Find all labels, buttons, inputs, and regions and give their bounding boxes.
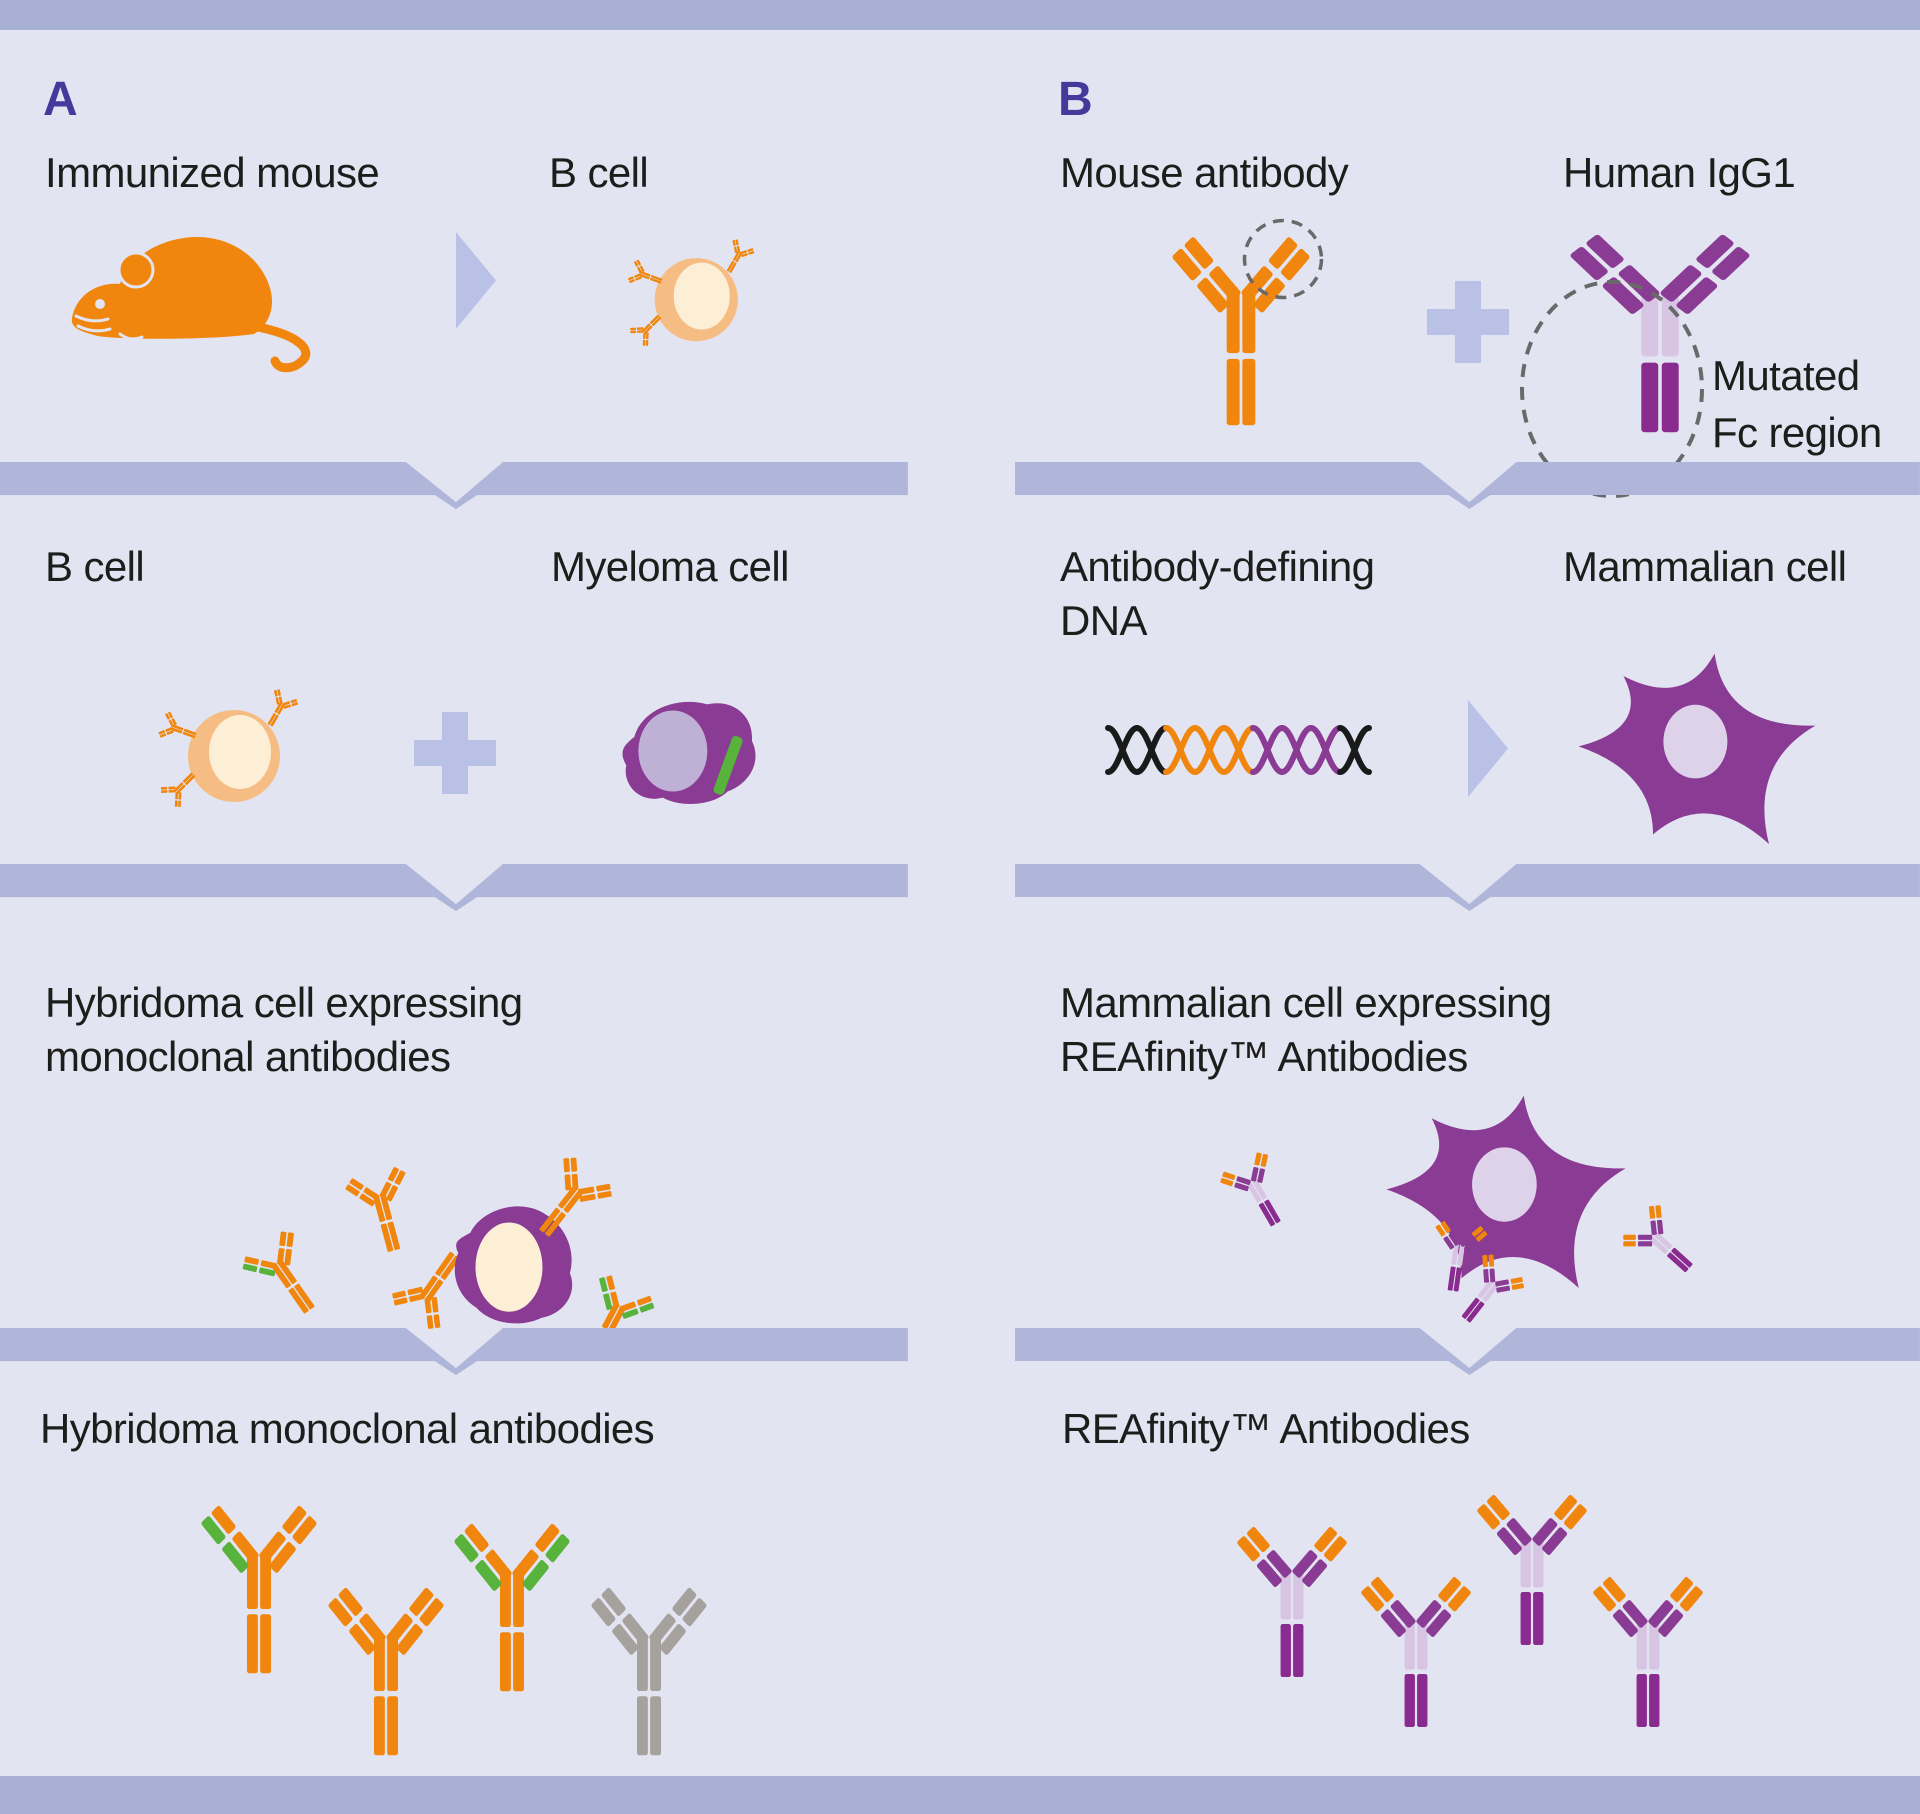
antibody-y-icon	[1356, 1552, 1476, 1742]
flow-divider	[0, 1328, 908, 1380]
label-b-cell-row2: B cell	[45, 543, 145, 590]
antibody-y-icon	[1232, 1502, 1352, 1692]
antibody-y-icon	[196, 1478, 322, 1690]
flow-divider	[1015, 1328, 1920, 1380]
flow-divider	[1015, 462, 1920, 514]
label-antibody-defining-line2: DNA	[1060, 597, 1147, 644]
mammalian-cell-icon	[1576, 652, 1818, 848]
label-b-cell-row1: B cell	[549, 149, 649, 196]
label-hybridoma-expressing: Hybridoma cell expressing monoclonal ant…	[45, 976, 523, 1084]
label-mammalian-cell: Mammalian cell	[1563, 543, 1847, 590]
label-hybridoma-expressing-line1: Hybridoma cell expressing	[45, 979, 523, 1026]
label-myeloma-cell: Myeloma cell	[551, 543, 789, 590]
label-hybridoma-monoclonal: Hybridoma monoclonal antibodies	[40, 1405, 655, 1452]
flow-arrow-right-icon	[1468, 700, 1508, 797]
panel-b-letter: B	[1058, 73, 1093, 126]
plus-icon	[414, 712, 496, 794]
label-mutated-line2: Fc region	[1712, 409, 1882, 456]
label-mammalian-expressing-line2: REAfinity™ Antibodies	[1060, 1033, 1468, 1080]
antibody-y-icon	[449, 1496, 575, 1708]
antibody-y-icon	[323, 1560, 449, 1772]
b-cell-icon	[170, 690, 304, 816]
label-antibody-defining-dna: Antibody-defining DNA	[1060, 540, 1375, 648]
antibody-y-icon	[1472, 1470, 1592, 1660]
label-immunized-mouse: Immunized mouse	[45, 149, 380, 196]
antibody-y-icon	[227, 1213, 343, 1337]
bottom-accent-bar	[0, 1776, 1920, 1814]
flow-divider	[0, 864, 908, 916]
label-human-igg1: Human IgG1	[1563, 149, 1796, 196]
myeloma-cell-icon	[608, 688, 760, 812]
antibody-y-icon	[586, 1560, 712, 1772]
label-mutated-line1: Mutated	[1712, 352, 1860, 399]
label-mouse-antibody: Mouse antibody	[1060, 149, 1349, 196]
antibody-y-icon	[1208, 1137, 1307, 1246]
flow-arrow-right-icon	[456, 232, 496, 329]
label-mutated-fc-region: Mutated Fc region	[1712, 347, 1882, 461]
label-hybridoma-expressing-line2: monoclonal antibodies	[45, 1033, 451, 1080]
mouse-animal-icon	[62, 198, 307, 373]
fab-region-highlight-icon	[1241, 217, 1325, 301]
dna-helix-icon	[1106, 722, 1371, 778]
plus-icon	[1427, 281, 1509, 363]
b-cell-icon	[638, 240, 760, 354]
label-reafinity-antibodies: REAfinity™ Antibodies	[1062, 1405, 1470, 1452]
flow-divider	[1015, 864, 1920, 916]
flow-divider	[0, 462, 908, 514]
panel-a-letter: A	[43, 73, 78, 126]
top-accent-bar	[0, 0, 1920, 30]
label-mammalian-expressing: Mammalian cell expressing REAfinity™ Ant…	[1060, 976, 1552, 1084]
antibody-y-icon	[1588, 1552, 1708, 1742]
label-mammalian-expressing-line1: Mammalian cell expressing	[1060, 979, 1552, 1026]
label-antibody-defining-line1: Antibody-defining	[1060, 543, 1375, 590]
